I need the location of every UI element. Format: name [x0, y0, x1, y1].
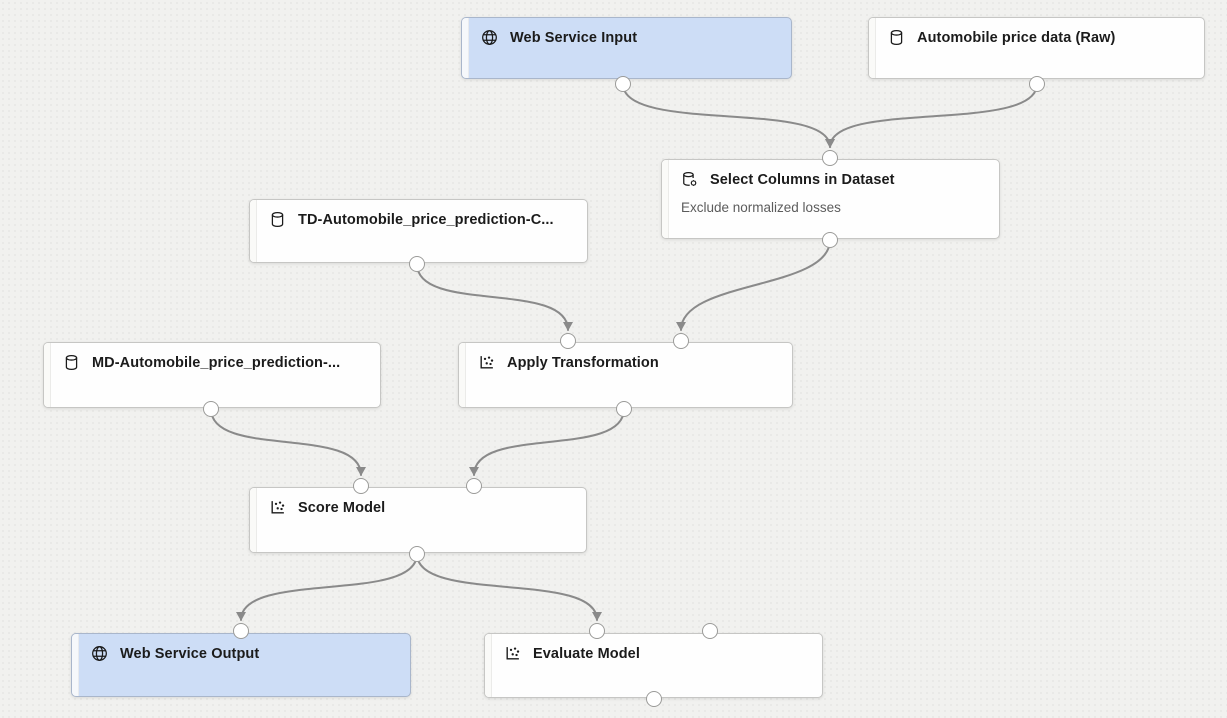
node-comment: Exclude normalized losses	[681, 200, 841, 215]
node-label: Select Columns in Dataset	[710, 171, 895, 188]
edge-wsi-to-selectcolumns[interactable]	[622, 83, 835, 148]
input-port-evaluate-model-right[interactable]	[702, 623, 718, 639]
globe-icon	[91, 645, 108, 662]
database-icon	[888, 29, 905, 46]
output-port-score-model[interactable]	[409, 546, 425, 562]
input-port-score-model-right[interactable]	[466, 478, 482, 494]
edge-scoremodel-to-wsoutput[interactable]	[236, 553, 418, 621]
node-accent-stripe	[485, 634, 492, 697]
node-accent-stripe	[44, 343, 51, 407]
node-apply-transformation[interactable]: Apply Transformation	[458, 342, 793, 408]
node-label: Automobile price data (Raw)	[917, 29, 1116, 46]
node-label: Web Service Output	[120, 645, 260, 662]
node-label: MD-Automobile_price_prediction-...	[92, 354, 341, 371]
edge-applytransform-to-scoremodel[interactable]	[469, 408, 625, 476]
output-port-automobile-price-data[interactable]	[1029, 76, 1045, 92]
node-label: Score Model	[298, 499, 386, 516]
node-evaluate-model[interactable]: Evaluate Model	[484, 633, 823, 698]
output-port-web-service-input[interactable]	[615, 76, 631, 92]
database-icon	[63, 354, 80, 371]
node-label: Evaluate Model	[533, 645, 640, 662]
input-port-web-service-output[interactable]	[233, 623, 249, 639]
globe-icon	[481, 29, 498, 46]
node-accent-stripe	[462, 18, 469, 78]
node-accent-stripe	[869, 18, 876, 78]
output-port-md-dataset[interactable]	[203, 401, 219, 417]
input-port-apply-transformation-left[interactable]	[560, 333, 576, 349]
node-accent-stripe	[72, 634, 79, 696]
edge-selectcolumns-to-applytransform[interactable]	[676, 239, 831, 331]
output-port-apply-transformation[interactable]	[616, 401, 632, 417]
node-accent-stripe	[250, 200, 257, 262]
scatter-icon	[478, 354, 495, 371]
node-score-model[interactable]: Score Model	[249, 487, 587, 553]
node-label: Web Service Input	[510, 29, 638, 46]
node-web-service-output[interactable]: Web Service Output	[71, 633, 411, 697]
input-port-select-columns[interactable]	[822, 150, 838, 166]
input-port-apply-transformation-right[interactable]	[673, 333, 689, 349]
input-port-evaluate-model-left[interactable]	[589, 623, 605, 639]
node-web-service-input[interactable]: Web Service Input	[461, 17, 792, 79]
input-port-score-model-left[interactable]	[353, 478, 369, 494]
node-accent-stripe	[459, 343, 466, 407]
edge-auto-to-selectcolumns[interactable]	[825, 83, 1038, 148]
output-port-evaluate-model[interactable]	[646, 691, 662, 707]
node-select-columns[interactable]: Select Columns in Dataset Exclude normal…	[661, 159, 1000, 239]
node-accent-stripe	[662, 160, 669, 238]
edge-scoremodel-to-evaluate[interactable]	[416, 553, 602, 621]
node-automobile-price-data[interactable]: Automobile price data (Raw)	[868, 17, 1205, 79]
database-icon	[269, 211, 286, 228]
node-label: TD-Automobile_price_prediction-C...	[298, 211, 554, 228]
scatter-icon	[504, 645, 521, 662]
output-port-select-columns[interactable]	[822, 232, 838, 248]
output-port-td-dataset[interactable]	[409, 256, 425, 272]
node-td-dataset[interactable]: TD-Automobile_price_prediction-C...	[249, 199, 588, 263]
edge-md-to-scoremodel[interactable]	[210, 408, 366, 476]
edge-td-to-applytransform[interactable]	[416, 263, 573, 331]
node-label: Apply Transformation	[507, 354, 659, 371]
node-accent-stripe	[250, 488, 257, 552]
scatter-icon	[269, 499, 286, 516]
node-md-dataset[interactable]: MD-Automobile_price_prediction-...	[43, 342, 381, 408]
database-gear-icon	[681, 171, 698, 188]
